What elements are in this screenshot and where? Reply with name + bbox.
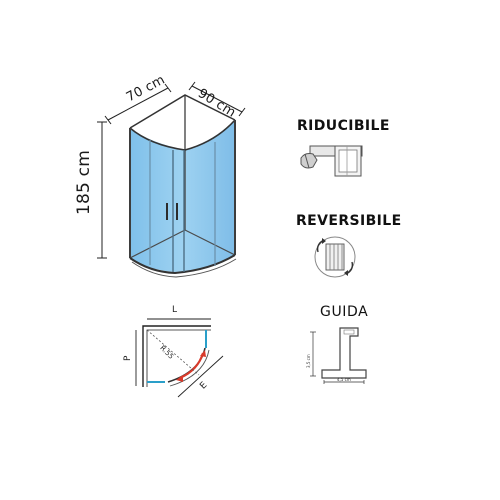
feature-title-reversible: REVERSIBILE: [296, 213, 402, 229]
plan-label-p: P: [123, 355, 133, 361]
guide-profile-icon: [310, 327, 367, 384]
plan-label-l: L: [172, 305, 178, 315]
feature-title-guide: GUIDA: [320, 304, 369, 320]
guide-dim-vertical: 3,5 cm: [306, 354, 311, 368]
door-opening-arrow: [179, 352, 205, 380]
glass-panel: [130, 120, 235, 272]
reducible-icon: [300, 145, 363, 177]
reversible-icon: [314, 236, 356, 278]
feature-title-reducible: RIDUCIBILE: [297, 118, 390, 134]
guide-dim-horizontal: 4,5 cm: [337, 377, 351, 382]
